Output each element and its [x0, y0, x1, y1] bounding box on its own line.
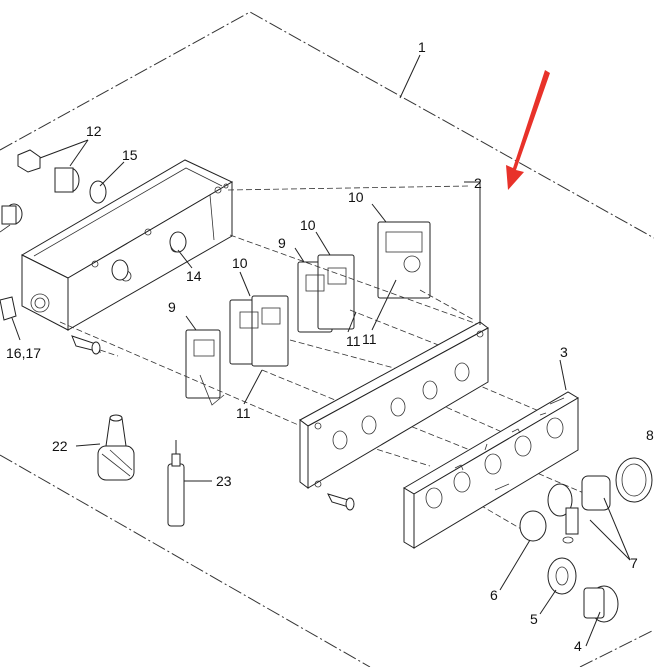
housing-screw: [71, 335, 119, 357]
callout-15: 15: [122, 147, 138, 163]
callout-12: 12: [86, 123, 102, 139]
callout-labels: 1 2 3 4 5 6 7 8 9 9 10 10 10 11 11 11 12…: [6, 39, 654, 654]
plate-screw: [327, 493, 355, 511]
callout-11-middle: 11: [346, 333, 361, 349]
callout-10-right: 10: [348, 189, 364, 205]
leader-lines: [11, 54, 631, 647]
callout-16-17: 16,17: [6, 345, 41, 361]
callout-23: 23: [216, 473, 232, 489]
callout-10-left: 10: [232, 255, 248, 271]
contact-blocks-group-left: [185, 295, 289, 406]
callout-11-right: 11: [362, 331, 377, 347]
callout-9-middle: 9: [278, 235, 286, 251]
operator-parts: [519, 457, 653, 623]
callout-9-left: 9: [168, 299, 176, 315]
adhesive-tube: [97, 414, 135, 481]
callout-4: 4: [574, 638, 582, 654]
legend-plate: [403, 391, 579, 549]
cable-gland-parts: [0, 149, 187, 321]
callout-22: 22: [52, 438, 68, 454]
contact-blocks-group-middle: [297, 254, 355, 333]
callout-1: 1: [418, 39, 426, 55]
assembly-boundary: [0, 11, 654, 667]
callout-10-middle: 10: [300, 217, 316, 233]
callout-3: 3: [560, 344, 568, 360]
enclosure-housing: [20, 159, 234, 331]
contact-blocks-group-right: [377, 221, 431, 299]
callout-7: 7: [630, 555, 638, 571]
callout-11-left: 11: [236, 405, 251, 421]
callout-2: 2: [474, 175, 482, 191]
callout-6: 6: [490, 587, 498, 603]
callout-5: 5: [530, 611, 538, 627]
callout-8: 8: [646, 427, 654, 443]
insertion-tool: [167, 440, 185, 527]
red-pointer-arrow: [506, 70, 550, 190]
mounting-plate: [299, 321, 489, 489]
callout-14: 14: [186, 268, 202, 284]
